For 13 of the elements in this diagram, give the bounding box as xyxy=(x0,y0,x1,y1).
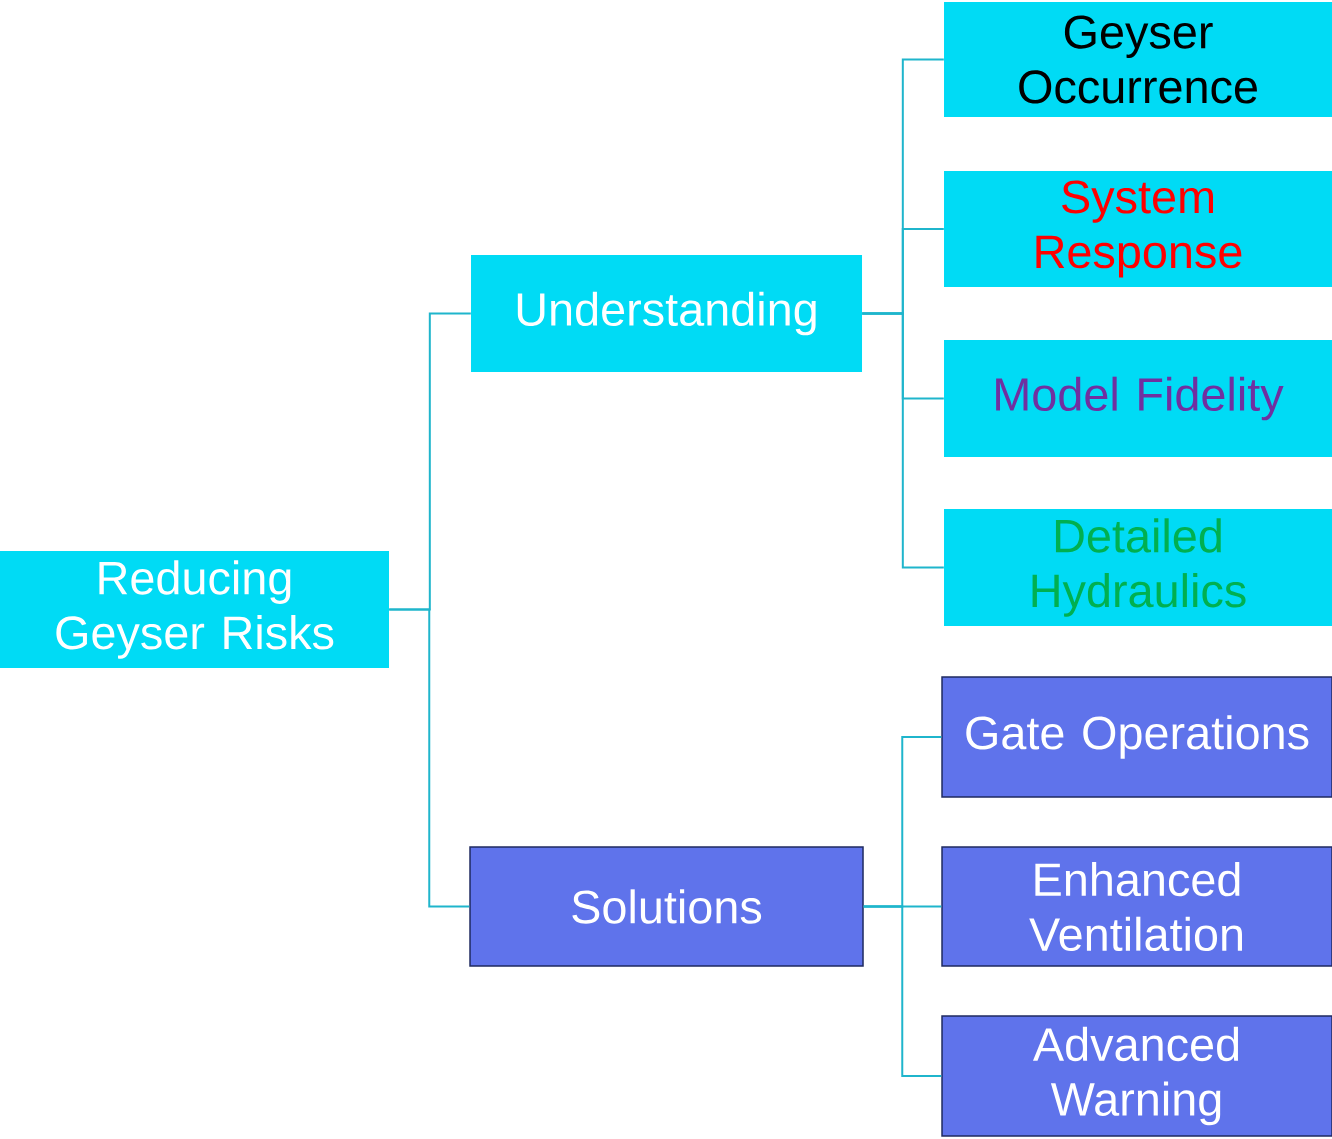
category-box: Advanced Warning xyxy=(941,1015,1332,1137)
connector-line xyxy=(862,905,943,1077)
category-box: Reducing Geyser Risks xyxy=(0,551,389,668)
category-box: Gate Operations xyxy=(941,676,1332,798)
category-box: Model Fidelity xyxy=(944,340,1332,457)
category-box: System Response xyxy=(944,171,1332,287)
connector-line xyxy=(388,608,471,908)
category-box: Solutions xyxy=(469,846,864,967)
category-box: Understanding xyxy=(471,255,862,372)
category-box: Geyser Occurrence xyxy=(944,2,1332,117)
category-box: Enhanced Ventilation xyxy=(941,846,1332,967)
category-box: Detailed Hydraulics xyxy=(944,509,1332,626)
connector-line xyxy=(861,312,945,569)
